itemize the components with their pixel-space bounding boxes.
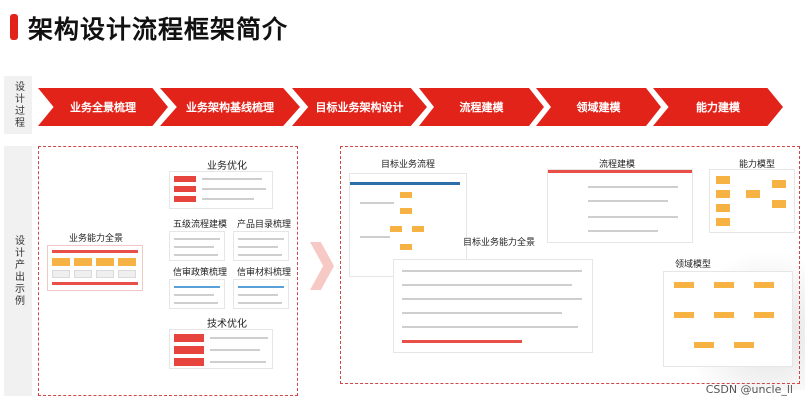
side-label-process-text: 设计过程 <box>11 81 26 129</box>
left-output-panel: 业务优化 五级流程建模 产品目录梳理 业务能力全景 信审政策梳理 信审材料梳理 <box>38 146 298 396</box>
thumb-credit-material <box>233 279 289 309</box>
process-steps: 业务全景梳理 业务架构基线梳理 目标业务架构设计 流程建模 领域建模 能力建模 <box>38 88 800 126</box>
label-tech-opt: 技术优化 <box>207 315 247 330</box>
step-capability-modeling[interactable]: 能力建模 <box>653 88 783 126</box>
label-credit-policy: 信审政策梳理 <box>173 265 227 278</box>
thumb-five-level <box>169 231 225 261</box>
side-label-process: 设计过程 <box>4 76 32 134</box>
step-domain-modeling[interactable]: 领域建模 <box>536 88 661 126</box>
label-five-level: 五级流程建模 <box>173 217 227 230</box>
thumb-biz-capability <box>47 245 143 291</box>
thumb-capability-model <box>709 169 795 233</box>
thumb-tech-opt <box>169 329 273 369</box>
transition-arrow-icon <box>310 242 334 290</box>
thumb-biz-opt <box>169 171 273 209</box>
label-target-flow: 目标业务流程 <box>381 157 435 170</box>
side-label-examples: 设计产出示例 <box>4 146 32 396</box>
thumb-domain-model <box>663 271 793 367</box>
label-target-capability: 目标业务能力全景 <box>463 235 535 248</box>
label-credit-material: 信审材料梳理 <box>237 265 291 278</box>
thumb-process-model <box>547 169 693 243</box>
right-output-panel: 目标业务流程 流程建模 能力模型 目标业务能力全景 领域模型 <box>340 146 800 384</box>
thumb-target-capability <box>393 259 593 353</box>
label-product-catalog: 产品目录梳理 <box>237 217 291 230</box>
step-business-overview[interactable]: 业务全景梳理 <box>38 88 168 126</box>
step-architecture-baseline[interactable]: 业务架构基线梳理 <box>160 88 300 126</box>
label-biz-opt: 业务优化 <box>207 157 247 172</box>
thumb-product-catalog <box>233 231 289 261</box>
page-title: 架构设计流程框架简介 <box>28 10 288 46</box>
side-label-examples-text: 设计产出示例 <box>11 235 26 307</box>
step-process-modeling[interactable]: 流程建模 <box>419 88 544 126</box>
label-domain-model: 领域模型 <box>675 257 711 270</box>
thumb-credit-policy <box>169 279 225 309</box>
label-biz-capability: 业务能力全景 <box>69 231 123 244</box>
watermark: CSDN @uncle_ll <box>706 383 793 396</box>
title-accent-bar <box>10 14 18 40</box>
step-target-architecture[interactable]: 目标业务架构设计 <box>292 88 427 126</box>
